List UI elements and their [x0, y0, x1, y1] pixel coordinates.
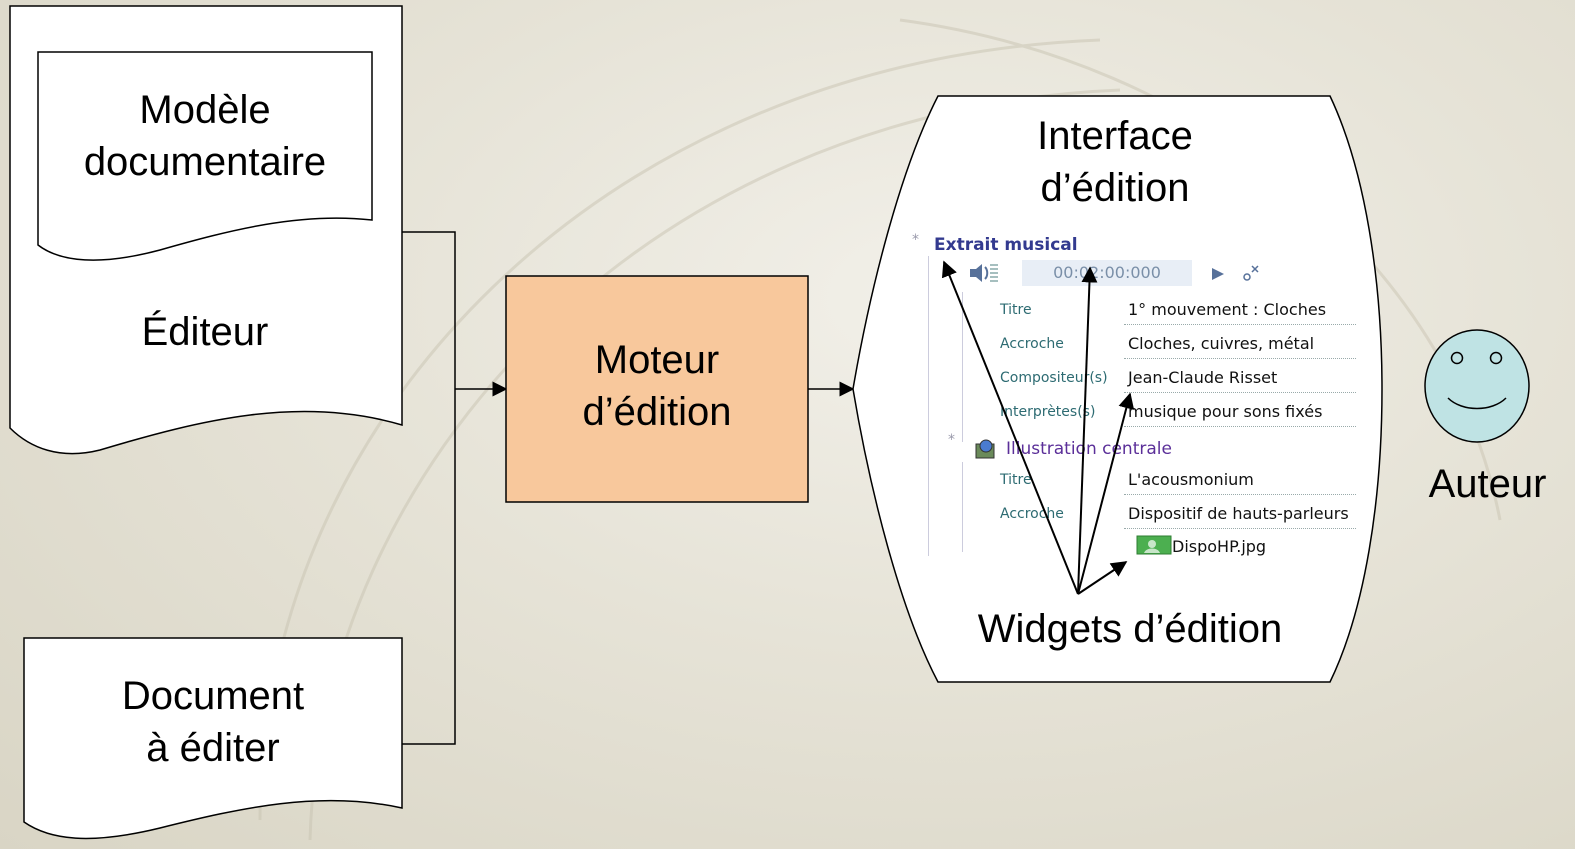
document-label: Document à éditer	[121, 674, 305, 770]
editeur-label: Éditeur	[141, 310, 269, 354]
field-value-titre[interactable]: 1° mouvement : Cloches	[1128, 300, 1327, 319]
field-label-interpretes: Interprètes(s)	[1000, 404, 1096, 420]
field-value-accroche[interactable]: Cloches, cuivres, métal	[1128, 334, 1315, 353]
field-value-accroche-2[interactable]: Dispositif de hauts-parleurs	[1128, 504, 1349, 523]
moteur-label: Moteur d’édition	[582, 338, 732, 434]
field-label-titre-2: Titre	[1000, 472, 1032, 488]
modele-label: Modèle documentaire	[83, 88, 327, 184]
settings-icon[interactable]	[1240, 262, 1262, 288]
connector-bracket	[402, 231, 456, 745]
field-value-interpretes[interactable]: musique pour sons fixés	[1128, 402, 1323, 421]
field-label-accroche: Accroche	[1000, 336, 1064, 352]
field-label-titre: Titre	[1000, 302, 1032, 318]
speaker-icon[interactable]	[968, 262, 1012, 288]
widgets-label: Widgets d’édition	[977, 607, 1283, 651]
image-file-name[interactable]: DispoHP.jpg	[1172, 537, 1267, 556]
illustration-icon[interactable]	[974, 438, 998, 464]
document-a-editer-shape	[23, 637, 403, 840]
auteur-label: Auteur	[1428, 462, 1547, 506]
time-field[interactable]: 00:02:00:000	[1022, 260, 1192, 286]
play-icon[interactable]	[1210, 266, 1226, 286]
image-file-icon[interactable]	[1136, 535, 1172, 559]
field-value-titre-2[interactable]: L'acousmonium	[1128, 470, 1254, 489]
section-title-extrait[interactable]: Extrait musical	[934, 235, 1078, 255]
auteur-smiley-icon	[1424, 329, 1530, 443]
asterisk-marker: *	[912, 232, 919, 248]
modele-document-shape	[37, 51, 373, 261]
editing-panel: * Extrait musical 00:02:00:000 Titre 1° …	[910, 232, 1360, 562]
section-title-illustration[interactable]: Illustration centrale	[1006, 439, 1172, 459]
interface-label: Interface d’édition	[1037, 114, 1193, 210]
asterisk-marker-2: *	[948, 432, 955, 448]
field-label-compositeur: Compositeur(s)	[1000, 370, 1108, 386]
field-value-compositeur[interactable]: Jean-Claude Risset	[1128, 368, 1278, 387]
moteur-box	[505, 275, 809, 503]
